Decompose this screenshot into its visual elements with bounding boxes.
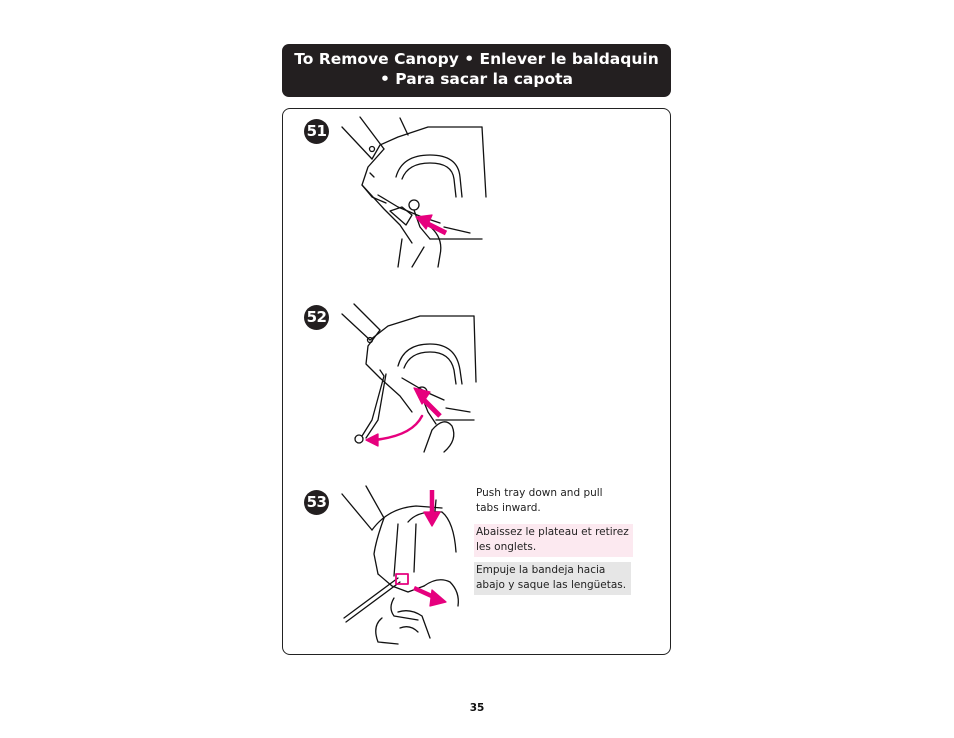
header-line-1: To Remove Canopy • Enlever le baldaquin bbox=[294, 50, 659, 68]
instructions-panel bbox=[282, 108, 671, 655]
step-number-51: 51 bbox=[304, 119, 329, 144]
page-number: 35 bbox=[469, 702, 485, 714]
step-number-53: 53 bbox=[304, 490, 329, 515]
instruction-french: Abaissez le plateau et retirez les ongle… bbox=[474, 524, 633, 557]
instruction-english: Push tray down and pull tabs inward. bbox=[476, 487, 603, 514]
instruction-spanish: Empuje la bandeja hacia abajo y saque la… bbox=[474, 562, 631, 595]
section-header: To Remove Canopy • Enlever le baldaquin … bbox=[282, 44, 671, 97]
header-line-2: • Para sacar la capota bbox=[379, 70, 573, 88]
step-51-illustration bbox=[341, 116, 487, 268]
step-53-illustration bbox=[341, 485, 459, 645]
step-number-52: 52 bbox=[304, 305, 329, 330]
step-52-illustration bbox=[341, 303, 477, 453]
